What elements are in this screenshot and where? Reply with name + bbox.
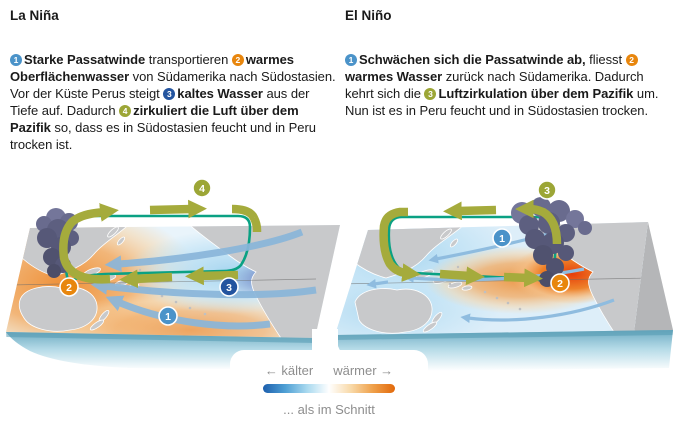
map-badge-1: 1 xyxy=(492,228,512,248)
trade-wind-arrows xyxy=(90,228,317,330)
map-badge-3: 3 xyxy=(537,180,557,200)
map-badge-2: 2 xyxy=(59,277,79,297)
legend-warmer-label: wärmer → xyxy=(333,363,394,378)
air-circulation-arrows xyxy=(59,199,262,289)
svg-text:2: 2 xyxy=(557,278,563,290)
svg-text:3: 3 xyxy=(226,282,232,294)
land-japan xyxy=(107,226,119,238)
svg-text:2: 2 xyxy=(66,282,72,294)
step-badge-3: 3 xyxy=(424,88,437,100)
step-badge-4: 4 xyxy=(119,105,132,117)
svg-text:1: 1 xyxy=(499,233,505,245)
step-badge-1: 1 xyxy=(345,54,357,66)
legend-labels: ← kälter wärmer → xyxy=(230,363,428,378)
legend-colder-label: ← kälter xyxy=(264,363,314,378)
temperature-scale-bar xyxy=(263,384,395,393)
map-badge-4: 4 xyxy=(192,178,212,198)
step-badge-1: 1 xyxy=(10,54,22,66)
land-australia xyxy=(18,286,98,332)
air-circulation-arrows xyxy=(379,199,562,288)
map-el-nino: 3 1 2 xyxy=(335,180,673,371)
svg-text:1: 1 xyxy=(165,311,171,323)
map-badge-3: 3 xyxy=(219,277,239,297)
land-americas xyxy=(159,225,340,338)
page-title-el-nino: El Niño xyxy=(345,8,392,23)
temperature-legend: ← kälter wärmer → ... als im Schnitt xyxy=(230,350,428,426)
step-badge-3: 3 xyxy=(163,88,176,100)
land-japan xyxy=(440,228,452,240)
legend-stem xyxy=(312,329,338,353)
slab-side-face xyxy=(634,222,673,332)
step-badge-2: 2 xyxy=(625,54,638,66)
equator-line xyxy=(337,277,648,285)
svg-text:4: 4 xyxy=(199,183,205,195)
legend-caption: ... als im Schnitt xyxy=(283,402,375,417)
map-badge-1: 1 xyxy=(158,306,178,326)
map-la-nina: 4 2 3 1 xyxy=(6,178,340,370)
map-badge-2: 2 xyxy=(550,273,570,293)
page-title-la-nina: La Niña xyxy=(10,8,59,23)
svg-text:3: 3 xyxy=(544,185,550,197)
land-australia xyxy=(354,288,433,334)
pacific-maps: 4 2 3 1 xyxy=(6,178,673,371)
step-badge-2: 2 xyxy=(231,54,244,66)
